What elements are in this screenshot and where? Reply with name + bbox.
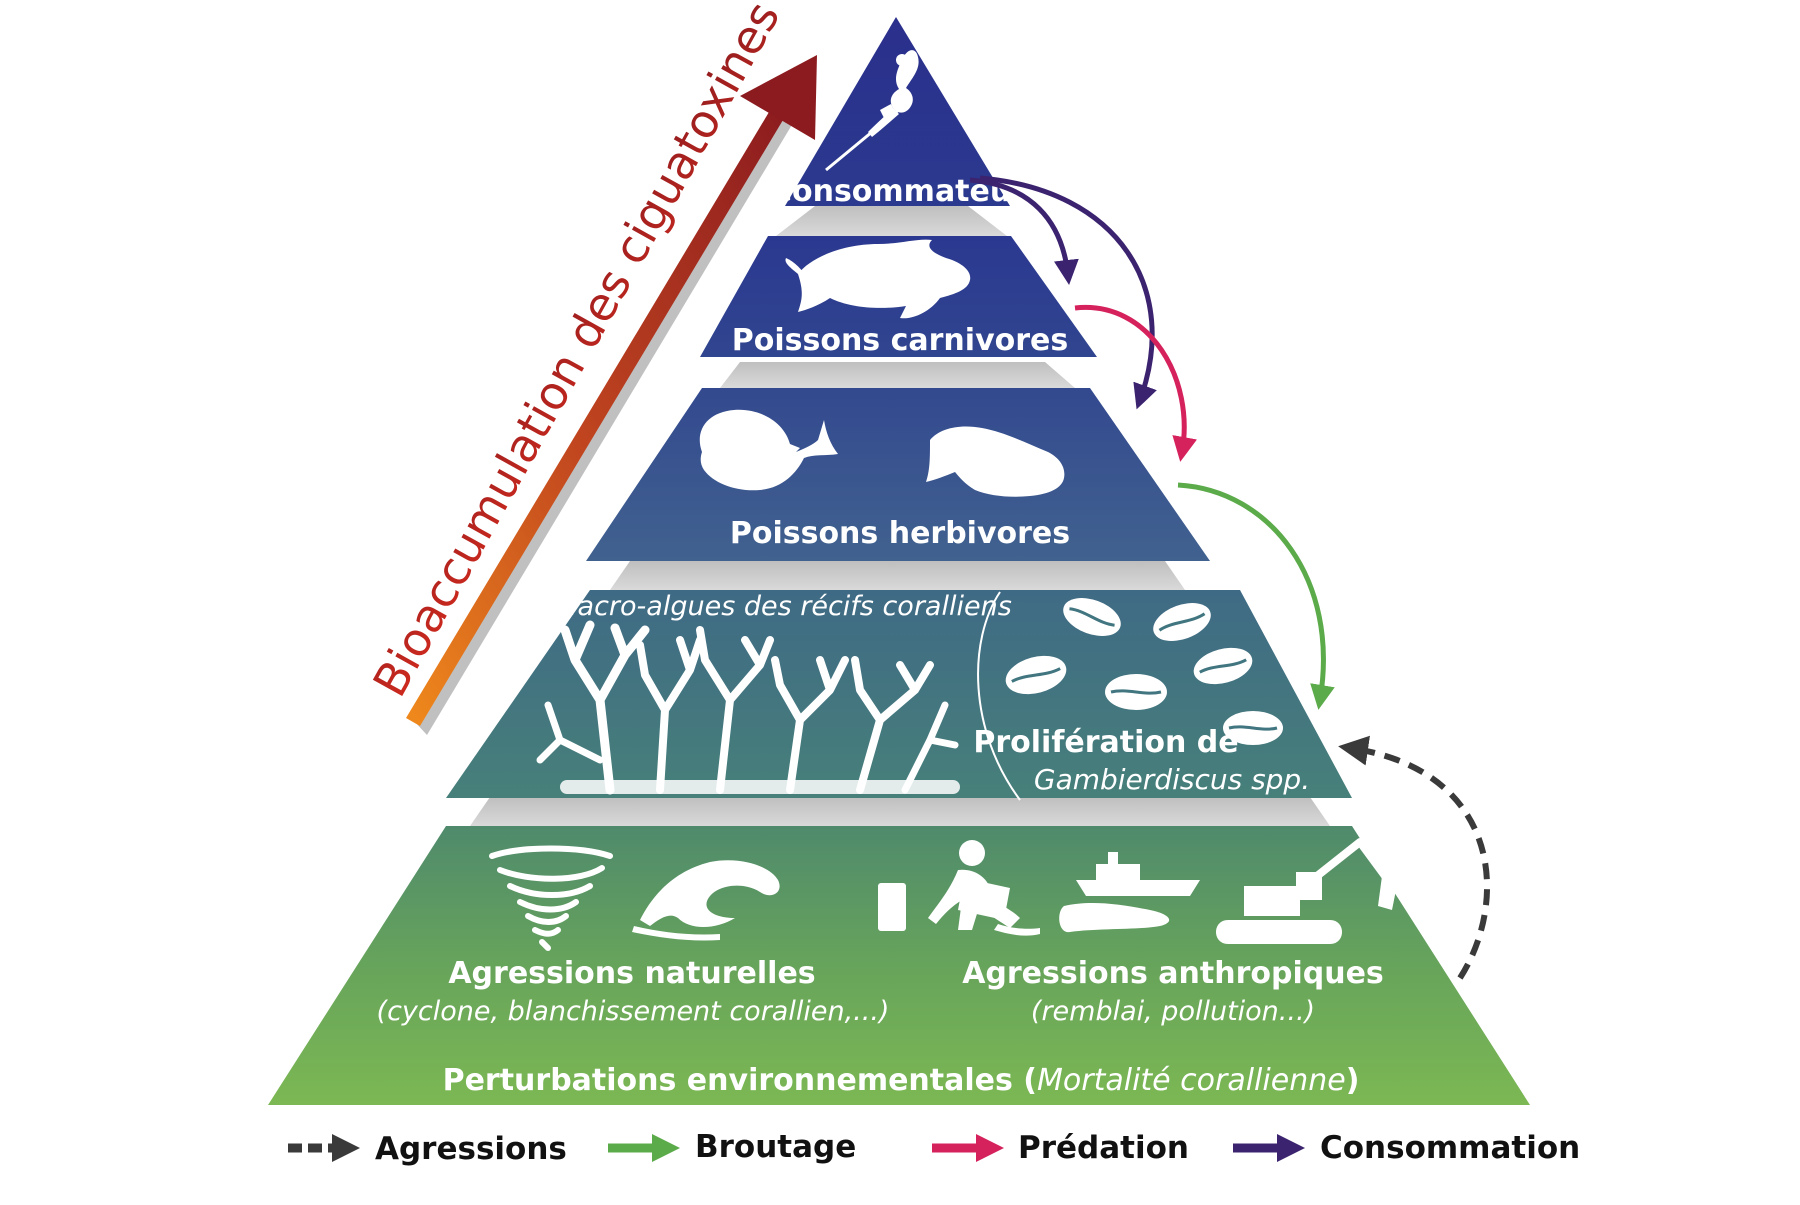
anthropic-aggressions-sub: (remblai, pollution...) bbox=[1031, 996, 1315, 1027]
legend-item-consommation: Consommation bbox=[1233, 1130, 1580, 1166]
proliferation-label-line1: Prolifération de bbox=[973, 725, 1238, 760]
footer-close: ) bbox=[1346, 1063, 1360, 1098]
carnivores-label: Poissons carnivores bbox=[732, 323, 1069, 358]
proliferation-label-line2: Gambierdiscus spp. bbox=[1034, 763, 1310, 796]
level-base bbox=[268, 826, 1530, 1105]
algae-label: Macro-algues des récifs coralliens bbox=[554, 591, 1012, 622]
natural-aggressions-title: Agressions naturelles bbox=[448, 956, 815, 991]
wave-icon bbox=[632, 860, 780, 941]
legend-item-agressions: Agressions bbox=[288, 1131, 567, 1167]
legend-label-predation: Prédation bbox=[1018, 1130, 1189, 1166]
algae-base-line bbox=[560, 780, 960, 794]
grazing-arrow bbox=[1177, 482, 1335, 710]
dinoflagellate-cell-icon bbox=[1005, 598, 1283, 745]
parrotfish-icon bbox=[926, 426, 1065, 497]
surgeonfish-icon bbox=[699, 409, 838, 491]
environmental-disturbance-footer: Perturbations environnementales (Mortali… bbox=[443, 1063, 1360, 1098]
consumption-arrow-to-carnivores bbox=[969, 177, 1079, 285]
coral-algae-icon bbox=[536, 620, 959, 795]
legend-item-broutage: Broutage bbox=[608, 1129, 856, 1165]
pyramid-gap-bands bbox=[470, 206, 1330, 826]
aggression-arrow bbox=[1338, 735, 1491, 980]
bioaccumulation-arrow bbox=[406, 55, 817, 735]
natural-aggressions-sub: (cyclone, blanchissement corallien,...) bbox=[377, 996, 890, 1027]
level-algae bbox=[446, 590, 1352, 798]
barrels-worker-icon bbox=[878, 840, 1040, 936]
footer-main: Perturbations environnementales ( bbox=[443, 1063, 1037, 1098]
herbivores-label: Poissons herbivores bbox=[730, 516, 1070, 551]
predation-arrow bbox=[1074, 305, 1197, 462]
legend-label-consommation: Consommation bbox=[1320, 1130, 1580, 1166]
algae-separator-arc bbox=[977, 591, 1021, 801]
legend-label-agressions: Agressions bbox=[375, 1131, 567, 1167]
legend-item-predation: Prédation bbox=[932, 1130, 1189, 1166]
spearfisher-icon bbox=[825, 50, 919, 172]
ship-oil-spill-icon bbox=[1059, 852, 1200, 933]
anthropic-aggressions-title: Agressions anthropiques bbox=[962, 956, 1384, 991]
legend: Agressions Broutage Prédation Consommati… bbox=[288, 1129, 1580, 1167]
footer-italic: Mortalité corallienne bbox=[1037, 1063, 1346, 1098]
excavator-icon bbox=[1216, 838, 1398, 944]
legend-label-broutage: Broutage bbox=[695, 1129, 856, 1165]
consumption-arrow-to-herbivores bbox=[979, 175, 1157, 410]
grouper-fish-icon bbox=[785, 239, 971, 319]
tornado-icon bbox=[489, 845, 613, 951]
